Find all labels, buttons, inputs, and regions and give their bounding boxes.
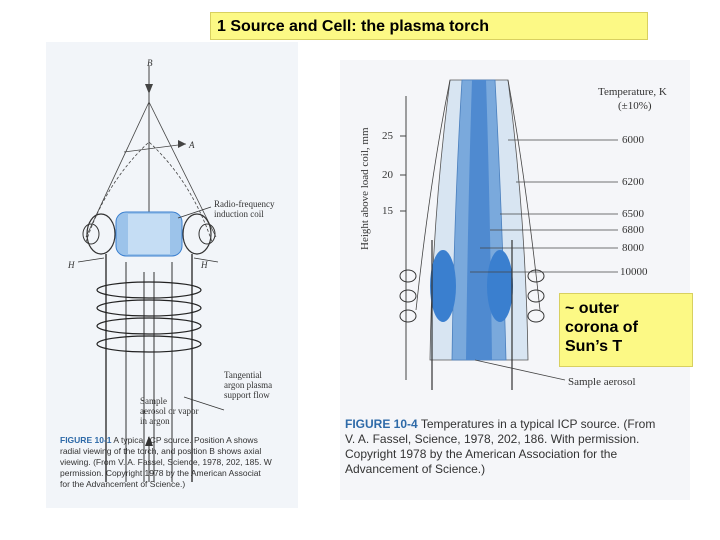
icp-torch-diagram — [77, 66, 225, 482]
temperature-6500: 6500 — [622, 208, 644, 220]
height-axis-label-box: Height above load coil, mm — [358, 100, 372, 251]
temperature-6800: 6800 — [622, 224, 644, 236]
figure-10-4-caption-line3: Copyright 1978 by the American Associati… — [345, 447, 618, 461]
label-rf-coil-2: induction coil — [214, 209, 264, 219]
callout-line-3: Sun’s T — [565, 338, 623, 355]
callout-line-2: corona of — [565, 319, 638, 336]
figure-10-1-caption-line4: permission. Copyright 1978 by the Americ… — [60, 468, 261, 478]
label-b: B — [147, 58, 153, 68]
height-tick-25: 25 — [382, 130, 393, 142]
label-tangential-3: support flow — [224, 390, 270, 400]
temperature-10000: 10000 — [620, 266, 648, 278]
height-tick-20: 20 — [382, 169, 393, 181]
temperature-6000: 6000 — [622, 134, 644, 146]
label-tangential-1: Tangential — [224, 370, 262, 380]
label-h-left: H — [68, 260, 75, 270]
figure-10-4-caption-line4: Advancement of Science.) — [345, 462, 486, 476]
figure-10-1-number: FIGURE 10-1 — [60, 435, 112, 445]
label-sample-1: Sample — [140, 396, 167, 406]
label-sample-2: aerosol or vapor — [140, 406, 199, 416]
temperature-diagram — [399, 79, 618, 390]
temperature-header-uncertainty: (±10%) — [618, 100, 652, 112]
label-h-right: H — [201, 260, 208, 270]
height-tick-15: 15 — [382, 205, 393, 217]
figure-10-4-caption-line1: Temperatures in a typical ICP source. (F… — [420, 417, 656, 431]
temperature-header: Temperature, K — [598, 86, 667, 98]
label-sample-3: in argon — [140, 416, 170, 426]
figure-10-1-caption-line3: viewing. (From V. A. Fassel, Science, 19… — [60, 457, 272, 467]
figure-10-4-number: FIGURE 10-4 — [345, 417, 418, 431]
figure-10-1-caption: FIGURE 10-1 A typical ICP source. Positi… — [60, 435, 298, 490]
temperature-8000: 8000 — [622, 242, 644, 254]
figure-10-4-caption: FIGURE 10-4 Temperatures in a typical IC… — [345, 417, 690, 477]
label-a: A — [189, 140, 195, 150]
label-rf-coil-1: Radio-frequency — [214, 199, 275, 209]
figure-10-1: B A H H Radio-frequency induction coil T… — [46, 42, 298, 508]
figure-10-4: Height above load coil, mm 25 20 15 Temp… — [340, 60, 690, 500]
slide-title: 1 Source and Cell: the plasma torch — [210, 12, 648, 40]
figure-10-1-caption-line5: for the Advancement of Science.) — [60, 479, 186, 489]
figure-10-1-caption-line2: radial viewing of the torch, and positio… — [60, 446, 262, 456]
figure-10-4-caption-line2: V. A. Fassel, Science, 1978, 202, 186. W… — [345, 432, 640, 446]
label-sample-aerosol: Sample aerosol — [568, 376, 636, 388]
figure-10-1-caption-line1: A typical ICP source. Position A shows — [113, 435, 258, 445]
corona-callout: ~ outer corona of Sun’s T — [559, 293, 693, 367]
label-tangential-2: argon plasma — [224, 380, 273, 390]
temperature-6200: 6200 — [622, 176, 644, 188]
height-axis-label: Height above load coil, mm — [359, 127, 371, 251]
callout-line-1: ~ outer — [565, 300, 619, 317]
